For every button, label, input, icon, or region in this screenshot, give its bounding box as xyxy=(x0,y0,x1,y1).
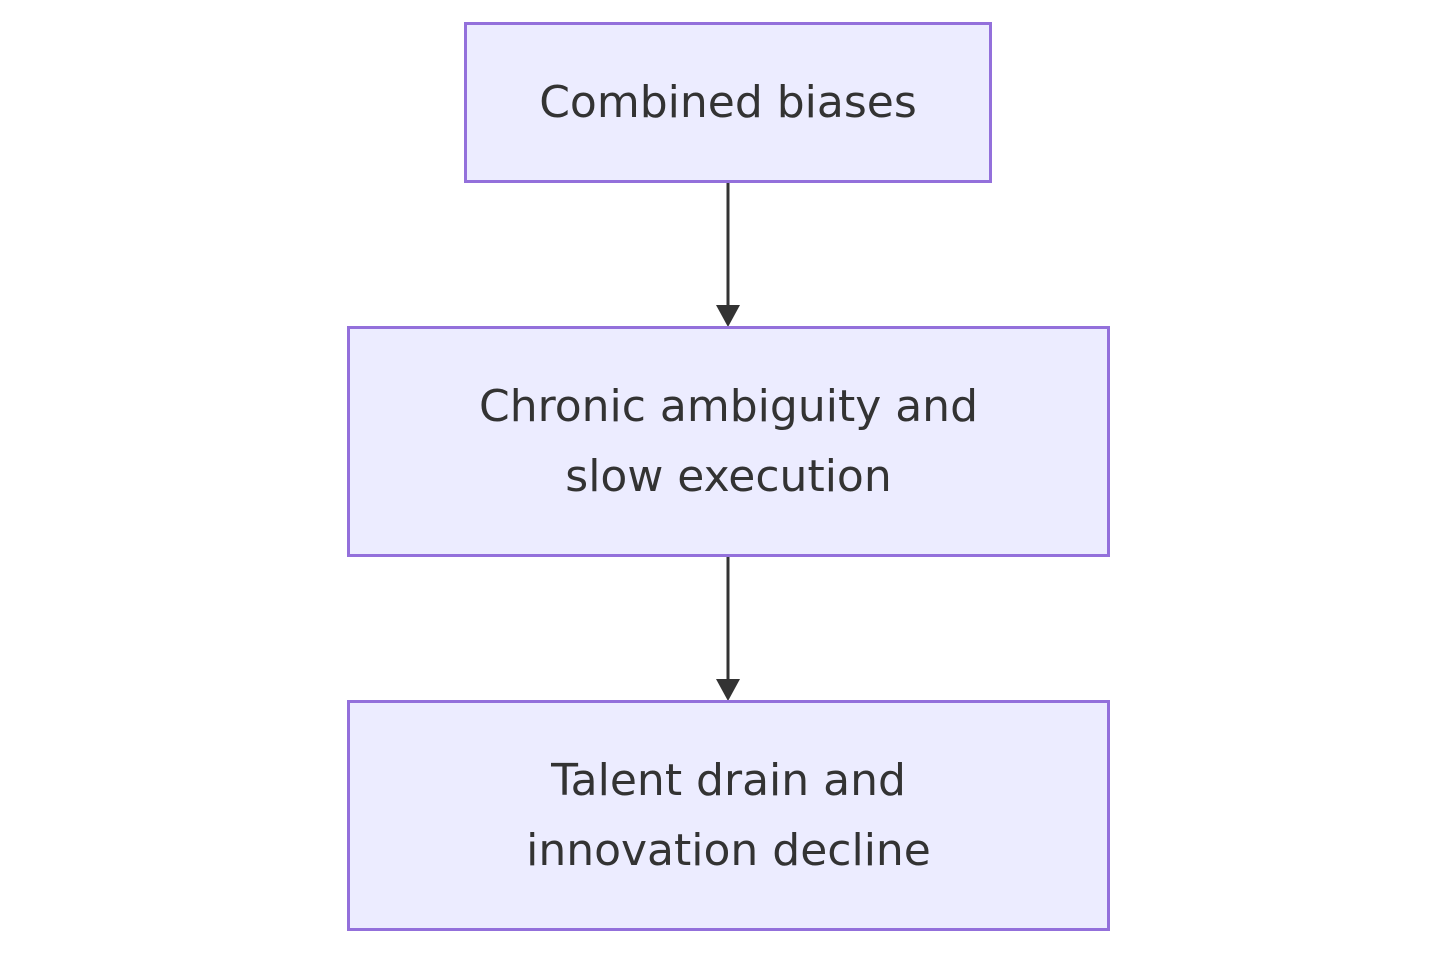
node-label-line: Combined biases xyxy=(539,76,917,128)
node-label-line: Talent drain and xyxy=(551,754,906,806)
node-label-line: innovation decline xyxy=(526,824,931,876)
edge-combined-to-chronic xyxy=(716,183,740,327)
edge-chronic-to-talent xyxy=(716,557,740,701)
node-label-line: Chronic ambiguity and xyxy=(478,380,979,432)
node-label-line: slow execution xyxy=(565,450,892,502)
node-talent-drain: Talent drain and innovation decline xyxy=(347,700,1110,931)
arrowhead-icon xyxy=(716,679,740,701)
node-chronic-ambiguity: Chronic ambiguity and slow execution xyxy=(347,326,1110,557)
node-combined-biases: Combined biases xyxy=(464,22,992,183)
arrowhead-icon xyxy=(716,305,740,327)
